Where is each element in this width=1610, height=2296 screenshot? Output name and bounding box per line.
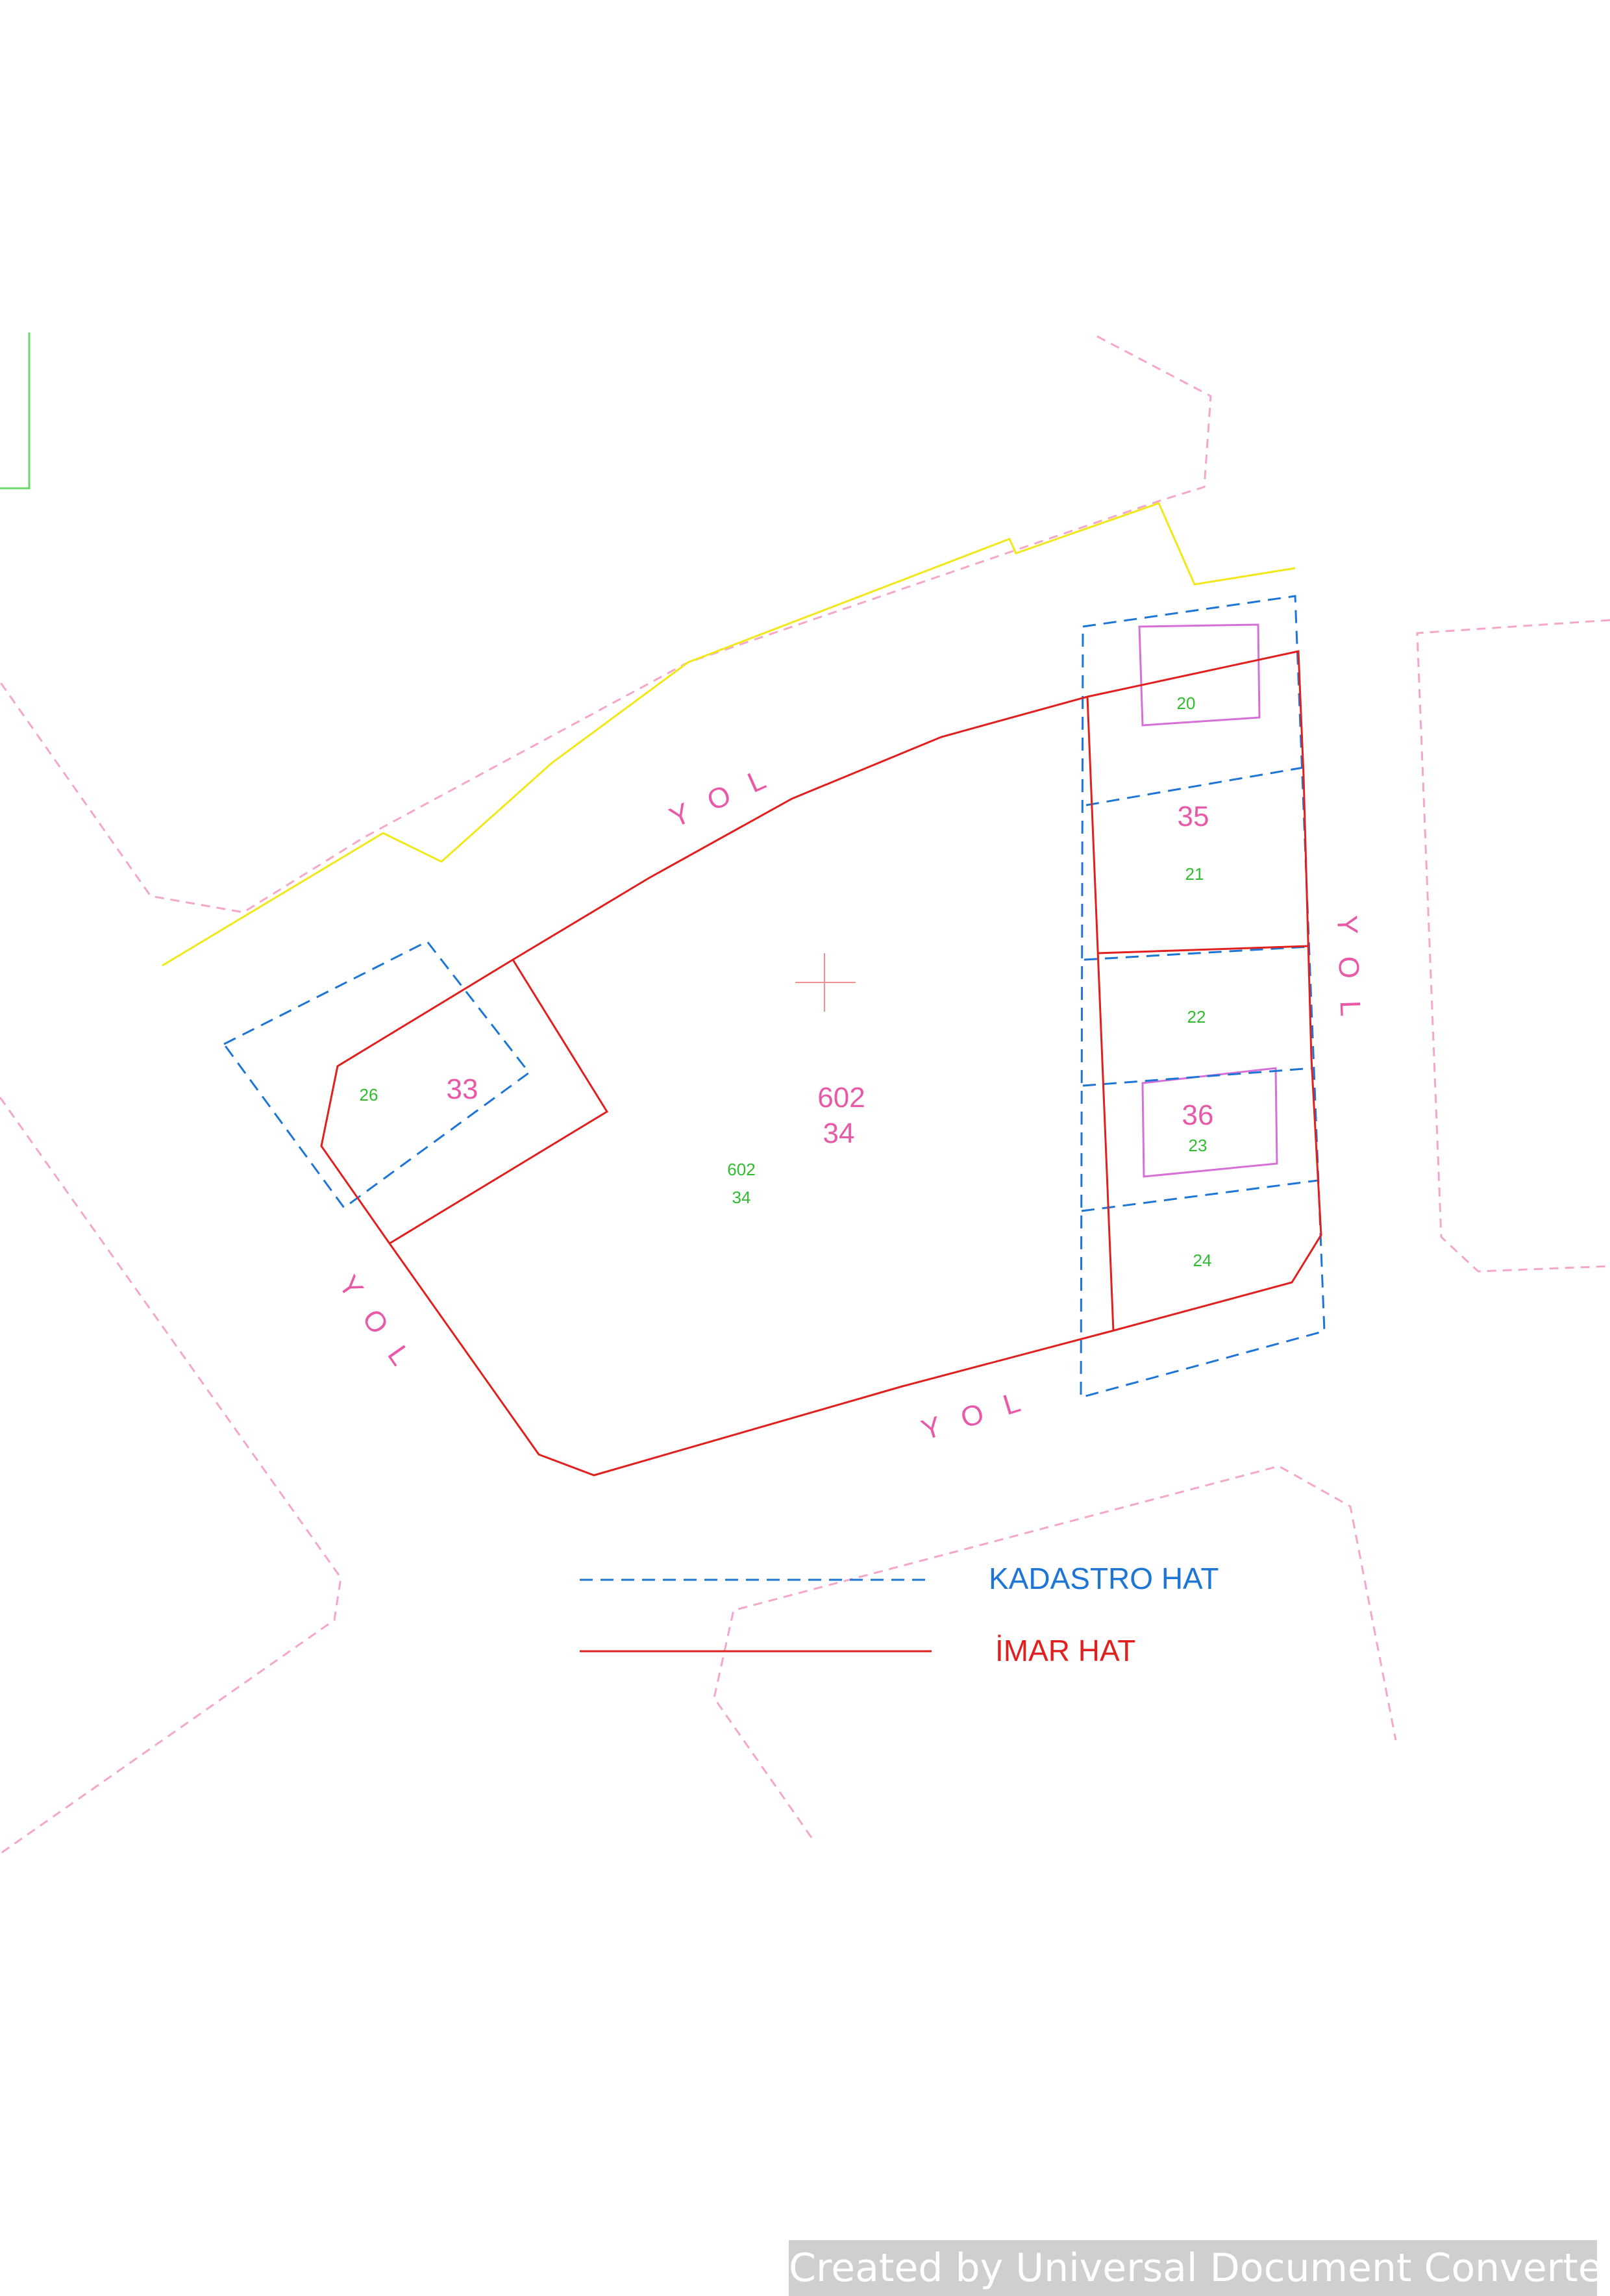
green-label-20: 20	[1177, 693, 1196, 713]
imar-parcel-33-boundary	[389, 959, 609, 1245]
imar-lines	[320, 650, 1322, 1477]
kadastro-parcel-33	[222, 940, 531, 1210]
building-23	[1141, 1067, 1278, 1178]
legend-imar-label: İMAR HAT	[995, 1634, 1135, 1667]
watermark: Created by Universal Document Converter	[789, 2240, 1610, 2296]
building-20	[1138, 623, 1261, 727]
legend: KADASTRO HAT İMAR HAT	[580, 1562, 1219, 1667]
imar-east-divider	[1096, 945, 1309, 955]
parcel-number-east-lower: 36	[1182, 1099, 1214, 1131]
imar-east-strip-west	[1086, 696, 1115, 1332]
neighbor-boundary-west	[0, 1097, 342, 1855]
road-label-north: YOL	[665, 755, 791, 834]
green-label-22: 22	[1187, 1007, 1206, 1027]
kadastro-lines	[222, 595, 1326, 1399]
parcel-number-main: 34	[823, 1117, 855, 1149]
imar-main-parcel	[320, 650, 1322, 1477]
legend-kadastro-label: KADASTRO HAT	[989, 1562, 1219, 1595]
kadastro-divider-4	[1081, 1179, 1319, 1212]
green-label-24: 24	[1193, 1251, 1212, 1270]
block-number: 602	[817, 1082, 865, 1114]
neighbor-boundaries	[0, 335, 1610, 1855]
parcel-number-east-upper: 35	[1178, 801, 1209, 832]
green-fragment	[0, 332, 31, 490]
buildings	[1138, 623, 1278, 1178]
parcel-numbers: 602 34 33 35 36	[447, 801, 1214, 1149]
parcel-number-west: 33	[447, 1073, 478, 1105]
kadastro-block-east	[1080, 595, 1326, 1399]
green-label-34: 34	[732, 1188, 751, 1207]
kadastro-divider-1	[1085, 766, 1304, 806]
road-label-east: YOL	[1331, 915, 1367, 1040]
green-label-21: 21	[1185, 864, 1204, 884]
green-label-23: 23	[1189, 1136, 1208, 1155]
kadastro-divider-2	[1084, 945, 1309, 961]
green-label-26: 26	[360, 1085, 378, 1104]
road-label-southwest: YOL	[332, 1270, 429, 1390]
kadastro-divider-3	[1082, 1067, 1313, 1087]
neighbor-boundary-south	[713, 1465, 1397, 1838]
survey-point-icon	[795, 953, 856, 1012]
neighbor-boundary-east	[1416, 619, 1610, 1273]
green-label-602: 602	[727, 1160, 755, 1179]
green-labels: 20 21 22 23 24 26 602 34	[360, 693, 1212, 1270]
neighbor-boundary-north	[0, 335, 1212, 914]
road-edge-line	[162, 502, 1296, 967]
road-label-south: YOL	[918, 1380, 1045, 1446]
